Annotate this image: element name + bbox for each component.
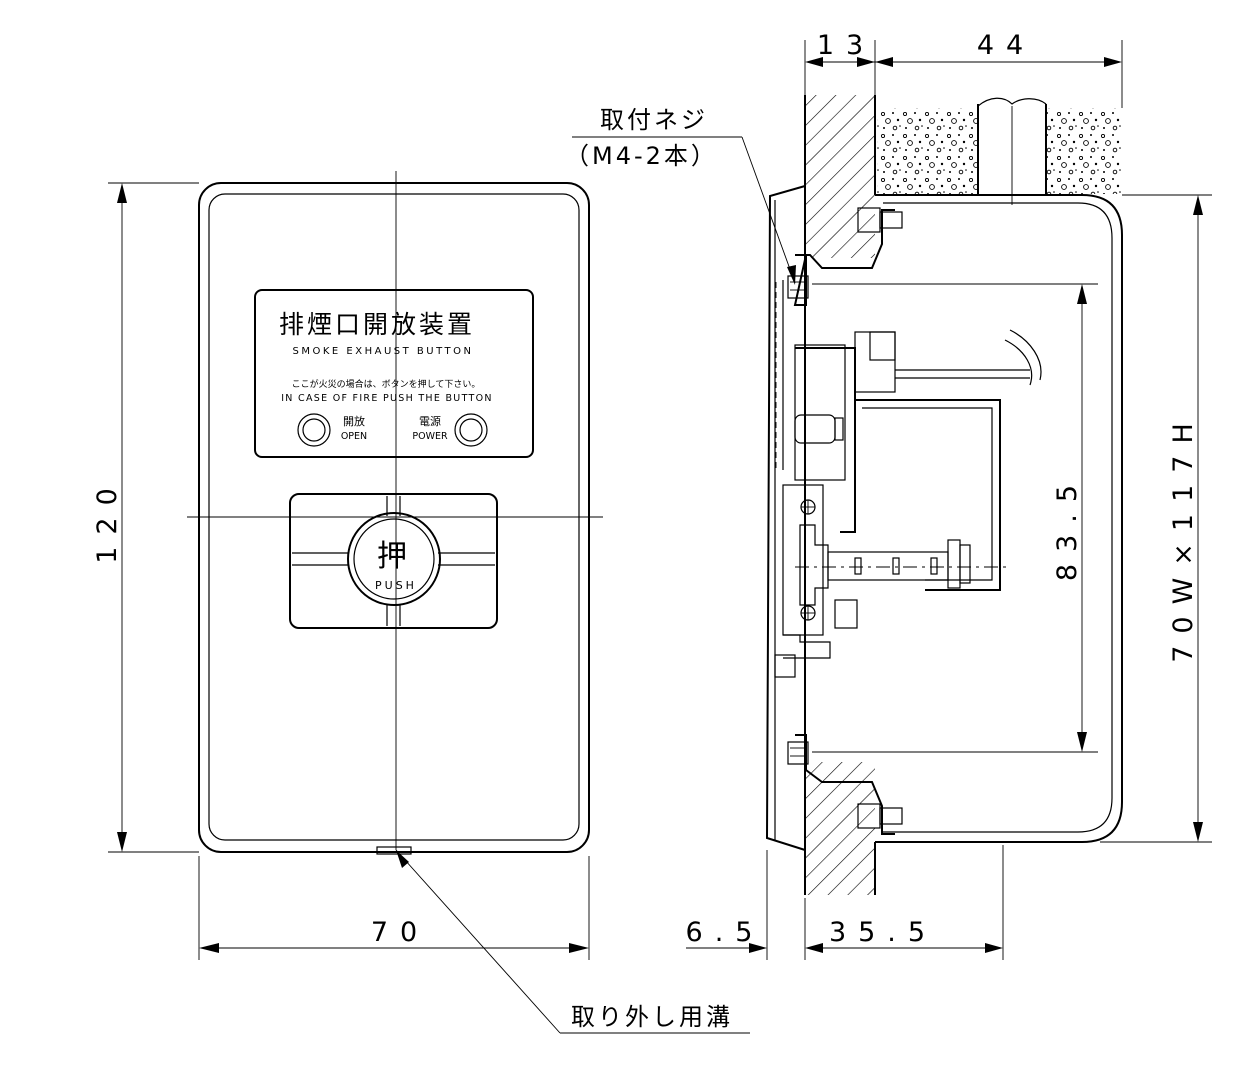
screw-label: 取付ネジ	[600, 106, 708, 134]
wire	[1009, 329, 1042, 381]
instruction-en: IN CASE OF FIRE PUSH THE BUTTON	[281, 393, 493, 404]
wall-hatch-upper	[805, 95, 875, 258]
label-plate	[254, 289, 534, 458]
plunger	[827, 551, 949, 581]
dim-width: 70	[371, 917, 429, 948]
upper-screw	[787, 275, 809, 299]
front-cover-profile	[765, 185, 806, 851]
plate-title-en: SMOKE EXHAUST BUTTON	[293, 346, 474, 357]
actuator-base	[782, 484, 824, 636]
dim-height: 120	[92, 476, 123, 564]
groove-label: 取り外し用溝	[571, 1003, 733, 1031]
power-indicator: 電源 POWER	[412, 413, 488, 447]
push-button	[353, 518, 435, 600]
indicator-power-en: POWER	[412, 431, 448, 442]
push-button-en: PUSH	[375, 579, 417, 592]
mechanism-block	[794, 344, 846, 481]
upper-bracket	[793, 209, 895, 306]
dim-plate-offset: 6.5	[686, 917, 765, 948]
dim-box-size: 70W×117H	[1168, 411, 1199, 663]
push-button-char: 押	[377, 539, 407, 574]
indicator-open-jp: 開放	[343, 414, 365, 428]
plate-title-jp: 排煙口開放装置	[279, 310, 475, 339]
back-box	[875, 194, 1123, 843]
indicator-open-en: OPEN	[341, 431, 367, 442]
device-body-outer	[198, 182, 590, 853]
side-view: 13 44 取付ネジ （M4-2本） 83.5 70W×117H 6.5 35.…	[565, 30, 1212, 960]
open-indicator: 開放 OPEN	[297, 413, 367, 447]
dim-screw-pitch: 83.5	[1052, 473, 1083, 581]
dim-wall-depth: 13	[817, 30, 875, 61]
screw-spec: （M4-2本）	[565, 142, 718, 170]
push-button-outer	[347, 512, 441, 606]
removal-groove	[376, 846, 412, 855]
lower-screw	[787, 741, 809, 765]
button-frame	[289, 493, 498, 629]
indicator-power-jp: 電源	[419, 414, 441, 428]
lower-bracket	[795, 734, 895, 835]
dim-box-depth: 44	[977, 30, 1035, 61]
front-view: 排煙口開放装置 SMOKE EXHAUST BUTTON ここが火災の場合は、ボ…	[92, 171, 750, 1034]
instruction-jp: ここが火災の場合は、ボタンを押して下さい。	[292, 378, 481, 390]
dim-body-depth: 35.5	[829, 917, 937, 948]
